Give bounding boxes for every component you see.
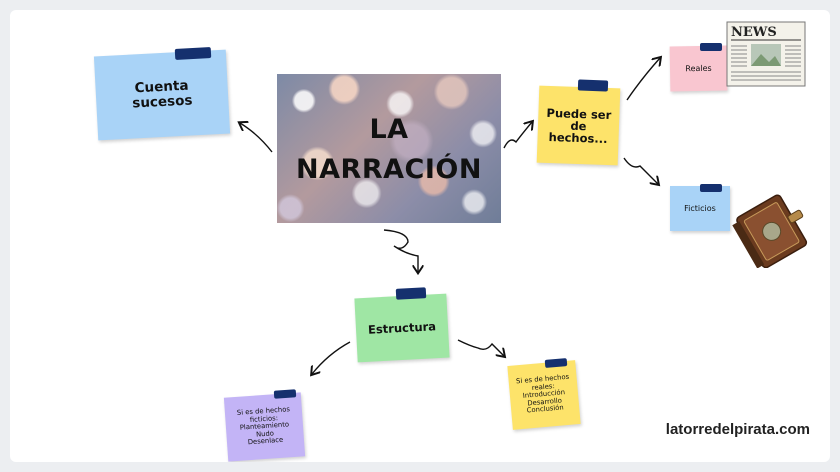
central-topic-title: LA NARRACIÓN xyxy=(296,114,482,185)
tape-ficticios xyxy=(700,184,722,192)
arrow-to-estructura xyxy=(383,229,418,272)
arrow-to-ficticios xyxy=(623,157,658,184)
newspaper-image: NEWS xyxy=(726,21,806,87)
arrow-to-reales xyxy=(626,58,660,101)
arrow-to-ficticios-estructura xyxy=(312,341,351,374)
central-topic-image: LA NARRACIÓN xyxy=(277,74,501,223)
arrow-to-cuenta xyxy=(240,123,273,153)
site-url: latorredelpirata.com xyxy=(665,421,810,438)
connector-arrows xyxy=(10,10,830,462)
note-ficticios: Ficticios xyxy=(670,186,730,231)
tape-reales xyxy=(700,43,722,51)
old-book-image xyxy=(732,194,808,268)
newspaper-title: NEWS xyxy=(731,25,777,40)
arrow-to-puede xyxy=(503,122,532,149)
note-ficticios-text: Ficticios xyxy=(684,204,716,213)
mind-map-canvas: LA NARRACIÓN Cuenta sucesos Puede ser de… xyxy=(10,10,830,462)
arrow-to-reales-estructura xyxy=(457,339,504,356)
